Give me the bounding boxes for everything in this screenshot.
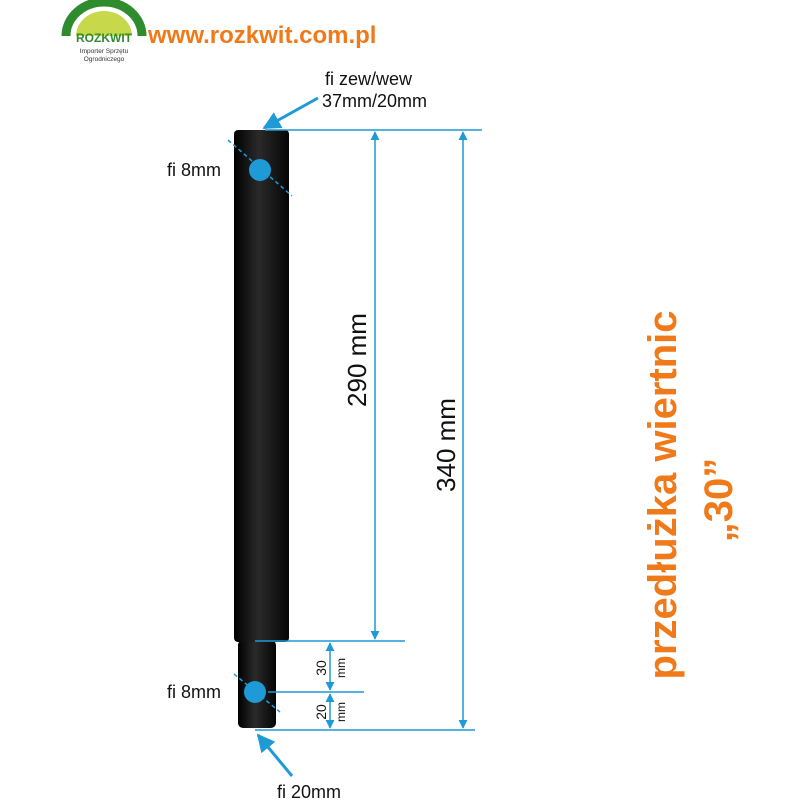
bottom-diameter-label: fi 20mm [277, 782, 341, 800]
top-diameter-value: 37mm/20mm [322, 91, 427, 111]
rozkwit-logo: ROZKWIT Importer Sprzętu Ogrodniczego [61, 0, 147, 63]
dim-20-value: 20 [313, 704, 329, 720]
logo-tagline-1: Importer Sprzętu [80, 48, 129, 55]
dim-30-unit: mm [334, 658, 348, 678]
logo-brand: ROZKWIT [76, 31, 133, 45]
website-url: www.rozkwit.com.pl [147, 22, 376, 49]
bottom-hole-label: fi 8mm [167, 682, 221, 702]
extension-pipe [234, 130, 289, 642]
top-diameter-label: fi zew/wew [325, 69, 413, 89]
dim-340-label: 340 mm [431, 398, 461, 492]
top-hole-marker [249, 159, 271, 181]
top-hole-label: fi 8mm [167, 160, 221, 180]
logo-tagline-2: Ogrodniczego [84, 56, 125, 63]
product-size: „30” [697, 458, 741, 543]
dim-30-value: 30 [313, 660, 329, 676]
bottom-hole-marker [244, 681, 266, 703]
dimension-lines [255, 96, 482, 777]
product-title: przedłużka wiertnic [641, 311, 685, 680]
dim-290-label: 290 mm [342, 313, 372, 407]
dim-20-unit: mm [334, 702, 348, 722]
